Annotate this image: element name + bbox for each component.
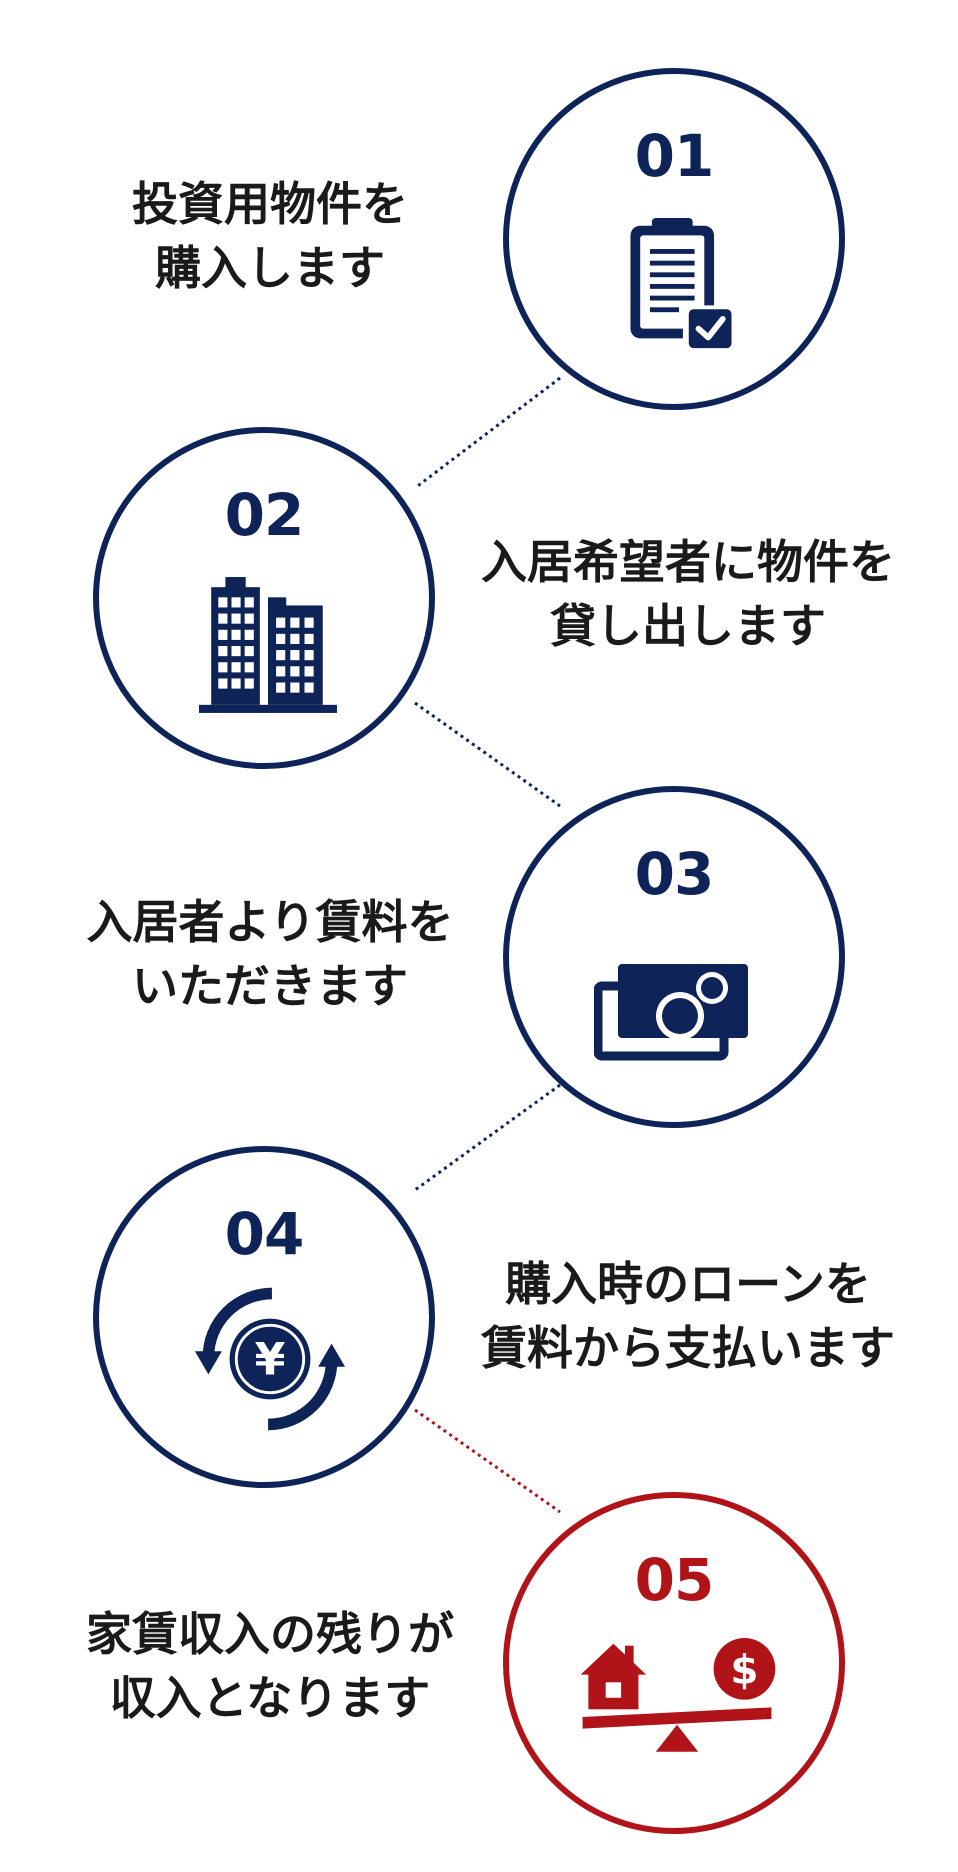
clipboard-check-icon: [630, 217, 734, 351]
house-money-balance-icon: $: [580, 1638, 776, 1752]
step-4-line-2: 賃料から支払います: [481, 1321, 895, 1375]
step-1-line-1: 投資用物件を: [132, 177, 408, 231]
connector-1-2: [414, 376, 561, 490]
yen-cycle-icon: ¥: [194, 1287, 346, 1431]
step-number: 03: [634, 840, 715, 908]
step-5-line-2: 収入となります: [109, 1671, 431, 1725]
step-4-circle: 04 ¥: [93, 1146, 435, 1488]
step-3-line-2: いただきます: [132, 959, 408, 1013]
step-1-caption: 投資用物件を 購入します: [60, 172, 480, 300]
step-2-circle: 02: [93, 427, 435, 769]
step-number: 02: [224, 481, 305, 549]
step-5-caption: 家賃収入の残りが 収入となります: [40, 1602, 500, 1730]
step-number: 04: [224, 1200, 305, 1268]
step-3-circle: 03: [503, 786, 845, 1128]
step-number: 05: [634, 1546, 715, 1614]
step-2-line-1: 入居希望者に物件を: [481, 535, 895, 589]
connector-4-5: [414, 1408, 561, 1514]
step-4-caption: 購入時のローンを 賃料から支払います: [448, 1252, 928, 1380]
connector-2-3: [414, 701, 561, 808]
banknotes-icon: [594, 964, 748, 1061]
step-5-circle: 05 $: [503, 1492, 845, 1834]
step-3-caption: 入居者より賃料を いただきます: [40, 890, 500, 1018]
step-2-line-2: 貸し出します: [550, 599, 826, 653]
dollar-symbol: $: [730, 1645, 758, 1693]
step-number: 01: [634, 122, 715, 190]
step-1-line-2: 購入します: [155, 241, 385, 295]
step-2-caption: 入居希望者に物件を 貸し出します: [448, 530, 928, 658]
step-4-line-1: 購入時のローンを: [505, 1257, 871, 1311]
yen-symbol: ¥: [255, 1334, 286, 1385]
connector-3-4: [414, 1083, 561, 1192]
office-buildings-icon: [199, 577, 337, 713]
step-1-circle: 01: [503, 68, 845, 410]
step-3-line-1: 入居者より賃料を: [86, 895, 454, 949]
step-5-line-1: 家賃収入の残りが: [86, 1607, 454, 1661]
